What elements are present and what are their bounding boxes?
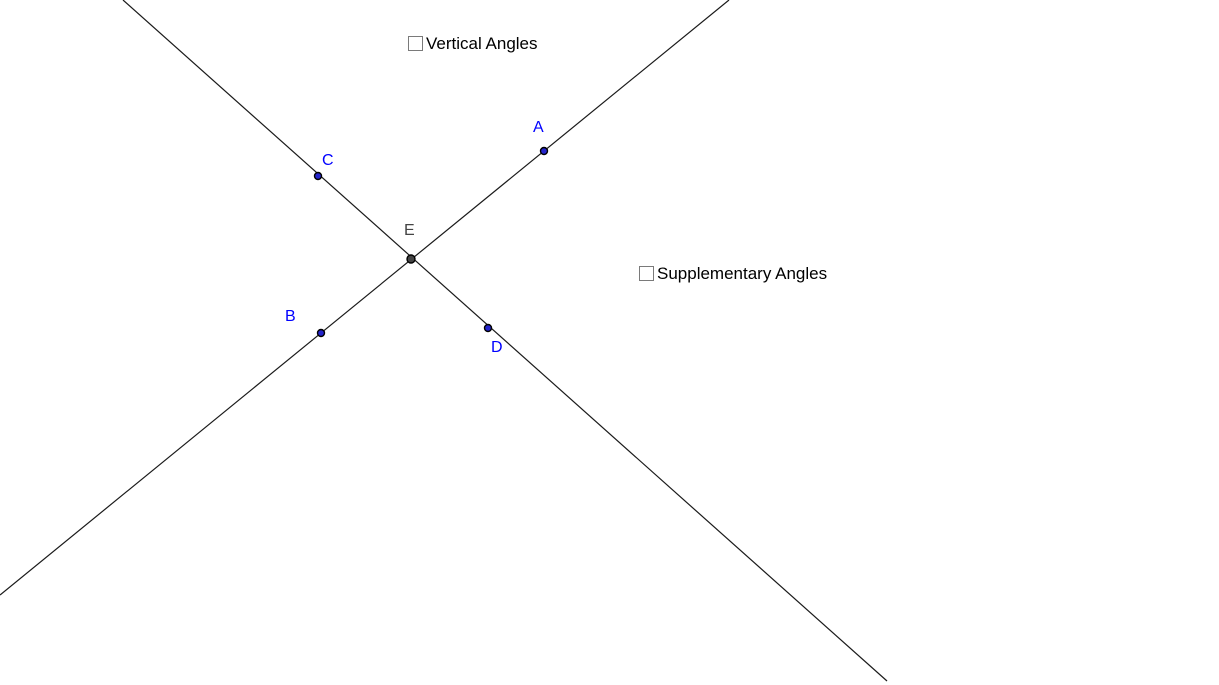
supplementary-angles-checkbox-box[interactable]: [639, 266, 654, 281]
checkbox-vertical-angles[interactable]: Vertical Angles: [408, 34, 538, 53]
checkbox-supplementary-angles[interactable]: Supplementary Angles: [639, 264, 827, 283]
point-C[interactable]: [313, 171, 323, 181]
vertical-angles-checkbox-label: Vertical Angles: [426, 34, 538, 53]
point-A[interactable]: [539, 146, 549, 156]
line-through-B-E-A[interactable]: [0, 0, 730, 596]
point-B[interactable]: [316, 328, 326, 338]
vertical-angles-checkbox-box[interactable]: [408, 36, 423, 51]
point-E[interactable]: [406, 254, 416, 264]
supplementary-angles-checkbox-label: Supplementary Angles: [657, 264, 828, 283]
line-through-C-E-D[interactable]: [122, 0, 888, 682]
point-D[interactable]: [483, 323, 493, 333]
